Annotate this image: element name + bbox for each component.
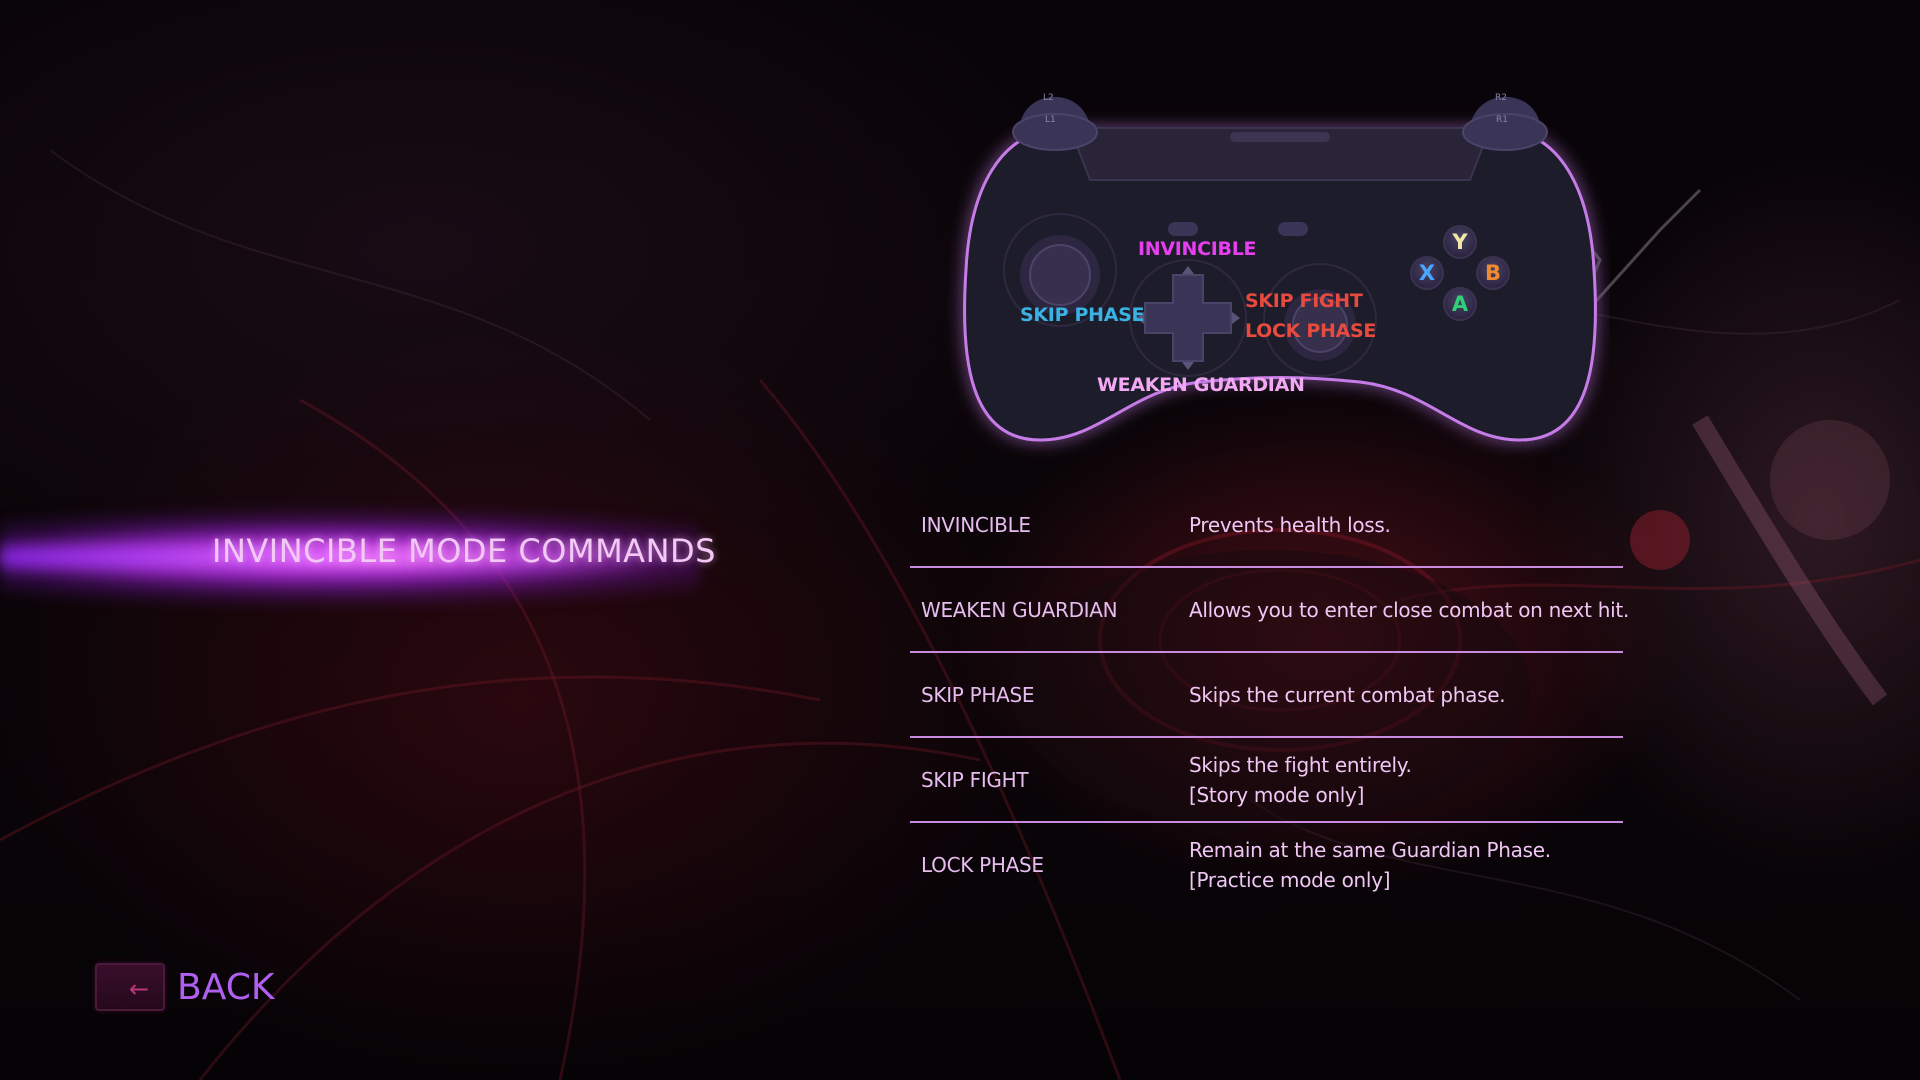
command-row-lock-phase: LOCK PHASE Remain at the same Guardian P… [910, 823, 1623, 906]
command-description: Allows you to enter close combat on next… [1189, 595, 1629, 625]
dpad-right-label-2: LOCK PHASE [1245, 320, 1377, 342]
command-description-line: [Story mode only] [1189, 782, 1365, 807]
dpad-up-label: INVINCIBLE [1138, 238, 1257, 260]
l1-label: L1 [1045, 115, 1056, 125]
left-arrow-icon: ← [129, 975, 150, 1003]
command-description-line: [Practice mode only] [1189, 867, 1391, 892]
page-title: INVINCIBLE MODE COMMANDS [212, 532, 716, 570]
command-row-weaken-guardian: WEAKEN GUARDIAN Allows you to enter clos… [910, 568, 1629, 653]
dpad-down-label: WEAKEN GUARDIAN [1097, 374, 1305, 396]
a-button-icon: A [1443, 287, 1477, 321]
l2-label: L2 [1043, 93, 1054, 103]
dpad-right-label-1: SKIP FIGHT [1245, 290, 1363, 312]
command-name: LOCK PHASE [921, 852, 1044, 877]
b-button-icon: B [1476, 256, 1510, 290]
x-button-icon: X [1410, 256, 1444, 290]
command-description: Skips the current combat phase. [1189, 680, 1506, 710]
back-button[interactable]: ← BACK [95, 963, 274, 1011]
command-description-line: Skips the current combat phase. [1189, 682, 1506, 707]
command-description: Prevents health loss. [1189, 510, 1391, 540]
dpad-left-label: SKIP PHASE [1020, 304, 1145, 326]
command-description: Skips the fight entirely. [Story mode on… [1189, 750, 1412, 810]
title-glow-core [0, 548, 660, 566]
command-name: SKIP PHASE [921, 682, 1035, 707]
command-description-line: Prevents health loss. [1189, 512, 1391, 537]
r2-label: R2 [1495, 93, 1507, 103]
command-row-invincible: INVINCIBLE Prevents health loss. [910, 483, 1623, 568]
command-description: Remain at the same Guardian Phase. [Prac… [1189, 835, 1551, 895]
back-label[interactable]: BACK [177, 966, 275, 1008]
command-description-line: Remain at the same Guardian Phase. [1189, 837, 1551, 862]
command-name: WEAKEN GUARDIAN [921, 597, 1118, 622]
command-row-skip-phase: SKIP PHASE Skips the current combat phas… [910, 653, 1623, 738]
y-button-icon: Y [1443, 225, 1477, 259]
r1-label: R1 [1496, 115, 1508, 125]
back-key[interactable]: ← [95, 963, 165, 1011]
command-row-skip-fight: SKIP FIGHT Skips the fight entirely. [St… [910, 738, 1623, 823]
command-name: SKIP FIGHT [921, 767, 1029, 792]
controller-body: L2 L1 R2 R1 [963, 93, 1597, 442]
controller-diagram: L2 L1 R2 R1 INVINCIBLE SKIP PHASE [930, 70, 1610, 470]
command-description-line: Skips the fight entirely. [1189, 752, 1412, 777]
command-description-line: Allows you to enter close combat on next… [1189, 597, 1630, 622]
command-name: INVINCIBLE [921, 512, 1031, 537]
commands-list: INVINCIBLE Prevents health loss. WEAKEN … [910, 483, 1629, 906]
